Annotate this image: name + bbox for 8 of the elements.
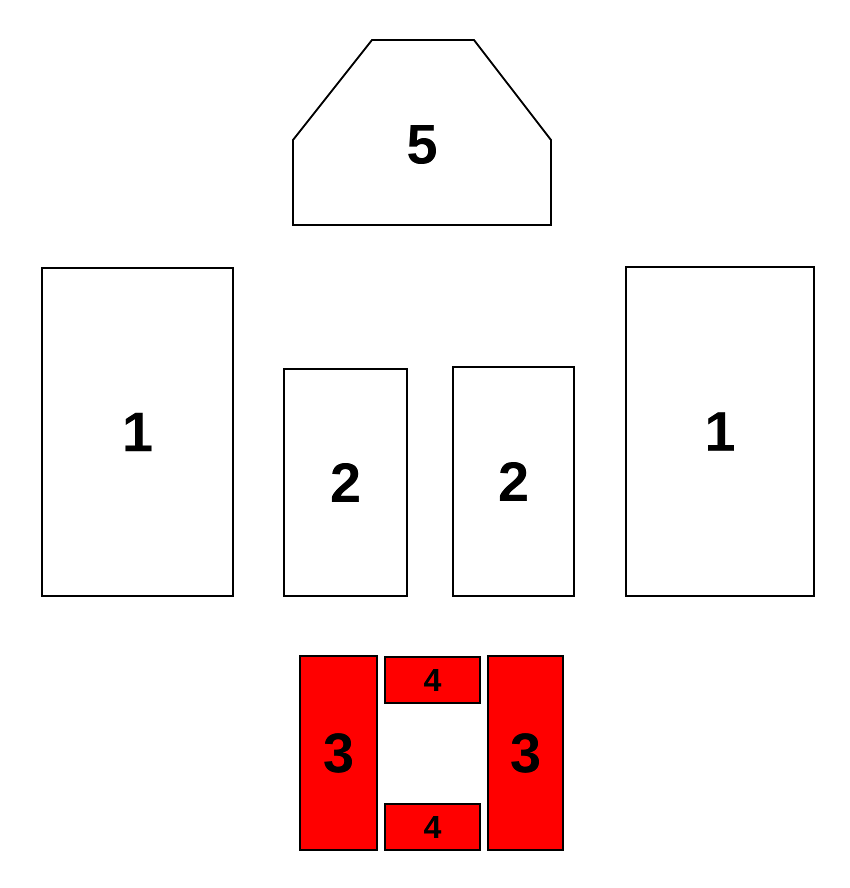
block-box: 4 (384, 803, 481, 851)
block-box: 3 (487, 655, 564, 851)
block-box: 2 (283, 368, 408, 597)
block-box: 3 (299, 655, 378, 851)
block-box: 2 (452, 366, 575, 597)
block-box: 4 (384, 656, 481, 704)
block-box: 1 (625, 266, 815, 597)
block-box: 1 (41, 267, 234, 597)
